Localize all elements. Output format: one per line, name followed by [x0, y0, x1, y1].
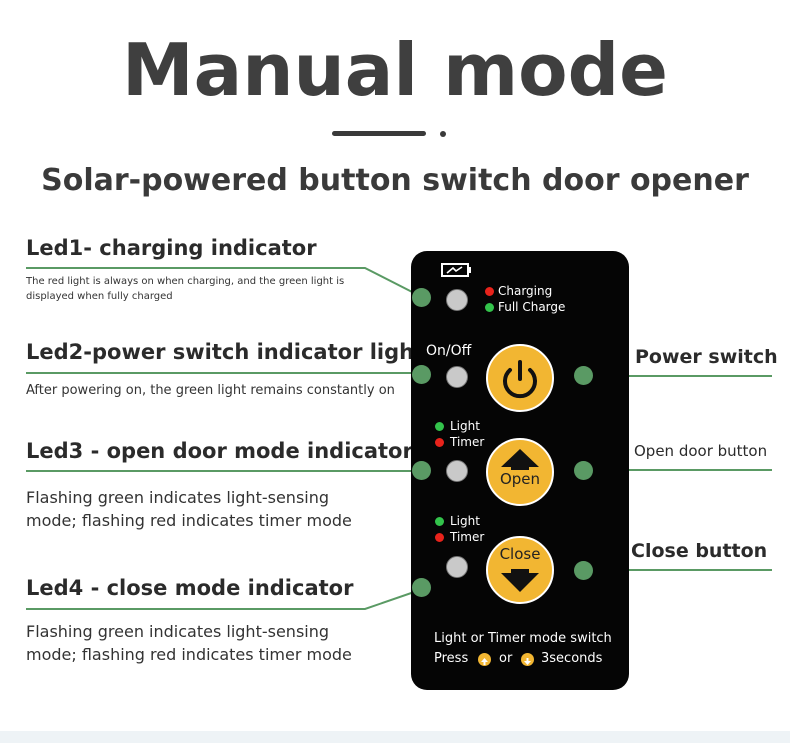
- led3-desc-line1: Flashing green indicates light-sensing: [26, 488, 330, 507]
- power-connector-dot: [574, 366, 593, 385]
- full-charge-green-dot: [485, 303, 494, 312]
- arrow-up-icon: [501, 449, 539, 470]
- led2-connector-dot: [412, 365, 431, 384]
- led2-heading: Led2-power switch indicator light: [26, 340, 425, 364]
- led1-connector-dot: [412, 288, 431, 307]
- full-charge-text: Full Charge: [498, 300, 566, 314]
- battery-charging-icon: [441, 263, 471, 277]
- led1: [446, 289, 468, 311]
- led4-light-text: Light: [450, 514, 480, 528]
- press-text: Press: [434, 651, 469, 666]
- led4-description: Flashing green indicates light-sensing m…: [26, 620, 352, 666]
- led4-timer-text: Timer: [450, 530, 485, 544]
- mini-open-button-icon: [478, 653, 491, 666]
- led4-timer-red-dot: [435, 533, 444, 542]
- close-button[interactable]: Close: [486, 536, 554, 604]
- open-button[interactable]: Open: [486, 438, 554, 506]
- led1-desc-line2: displayed when fully charged: [26, 291, 173, 302]
- power-button[interactable]: [486, 344, 554, 412]
- close-button-label: Close button: [631, 540, 768, 562]
- charging-text: Charging: [498, 284, 553, 298]
- title-underline-bar: [332, 131, 426, 136]
- bottom-band: [0, 731, 790, 743]
- led1-connector: [26, 267, 423, 298]
- led4-connector: [26, 589, 421, 610]
- page-title: Manual mode: [122, 28, 668, 112]
- led1-heading: Led1- charging indicator: [26, 236, 317, 260]
- seconds-text: 3seconds: [541, 651, 603, 666]
- mode-switch-text: Light or Timer mode switch: [434, 631, 612, 646]
- led1-description: The red light is always on when charging…: [26, 274, 344, 304]
- led4-light-green-dot: [435, 517, 444, 526]
- led4: [446, 556, 468, 578]
- led4-heading: Led4 - close mode indicator: [26, 576, 354, 600]
- led3-light-green-dot: [435, 422, 444, 431]
- open-connector-dot: [574, 461, 593, 480]
- close-connector-dot: [574, 561, 593, 580]
- led3-light-text: Light: [450, 419, 480, 433]
- title-underline-dot: [440, 131, 446, 137]
- led3-timer-red-dot: [435, 438, 444, 447]
- led2: [446, 366, 468, 388]
- led4-desc-line2: mode; flashing red indicates timer mode: [26, 645, 352, 664]
- open-button-label: Open: [499, 470, 541, 488]
- led1-desc-line1: The red light is always on when charging…: [26, 276, 345, 287]
- led4-connector-dot: [412, 578, 431, 597]
- led3-desc-line2: mode; flashing red indicates timer mode: [26, 511, 352, 530]
- led3-heading: Led3 - open door mode indicator: [26, 439, 413, 463]
- mini-close-button-icon: [521, 653, 534, 666]
- or-text: or: [499, 651, 513, 666]
- led2-description: After powering on, the green light remai…: [26, 383, 395, 398]
- led3-timer-text: Timer: [450, 435, 485, 449]
- led4-desc-line1: Flashing green indicates light-sensing: [26, 622, 330, 641]
- arrow-down-icon: [501, 569, 539, 592]
- charging-red-dot: [485, 287, 494, 296]
- close-button-label-inner: Close: [499, 545, 541, 563]
- page-subtitle: Solar-powered button switch door opener: [41, 163, 749, 198]
- led3-description: Flashing green indicates light-sensing m…: [26, 486, 352, 532]
- power-icon: [503, 360, 537, 399]
- on-off-text: On/Off: [426, 343, 472, 359]
- led3: [446, 460, 468, 482]
- open-door-button-label: Open door button: [634, 442, 768, 460]
- power-switch-label: Power switch: [635, 346, 778, 368]
- led3-connector-dot: [412, 461, 431, 480]
